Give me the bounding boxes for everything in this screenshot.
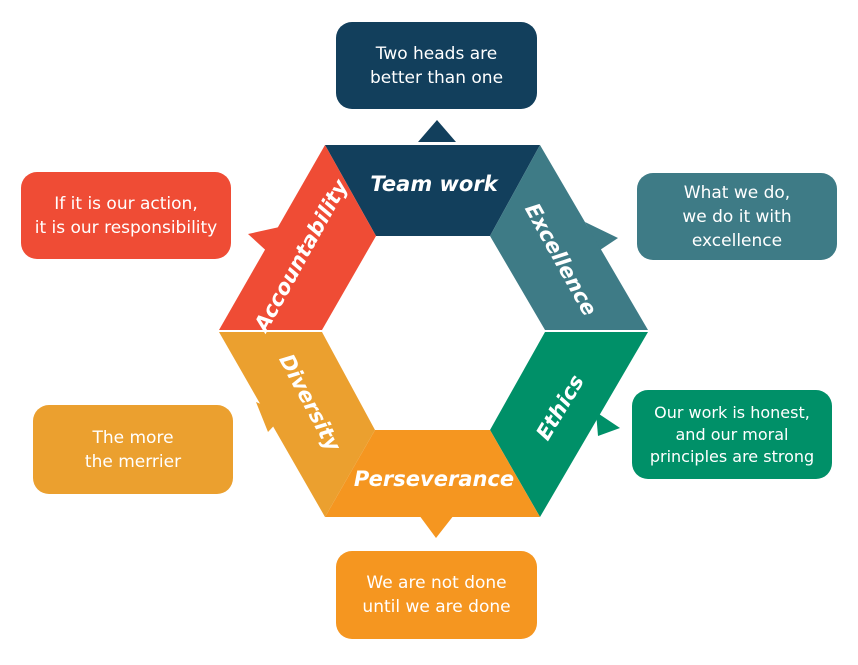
bubble-perseverance: We are not done until we are done bbox=[336, 551, 537, 639]
segment-label-perseverance: Perseverance bbox=[354, 467, 514, 491]
bubble-accountability: If it is our action, it is our responsib… bbox=[21, 172, 231, 259]
segment-accountability bbox=[219, 145, 376, 330]
bubble-teamwork: Two heads are better than one bbox=[336, 22, 537, 109]
bubble-ethics: Our work is honest, and our moral princi… bbox=[632, 390, 832, 479]
pointer-excellence bbox=[585, 222, 618, 250]
pointer-perseverance bbox=[419, 515, 454, 538]
segment-ethics bbox=[490, 332, 648, 517]
segment-perseverance bbox=[325, 430, 540, 517]
segment-teamwork bbox=[325, 145, 540, 236]
bubble-diversity: The more the merrier bbox=[33, 405, 233, 494]
pointer-teamwork bbox=[418, 120, 456, 142]
bubble-excellence: What we do, we do it with excellence bbox=[637, 173, 837, 260]
pointer-ethics bbox=[596, 412, 620, 436]
segment-label-teamwork: Team work bbox=[370, 172, 499, 196]
segment-excellence bbox=[490, 145, 648, 330]
segment-diversity bbox=[219, 332, 375, 517]
